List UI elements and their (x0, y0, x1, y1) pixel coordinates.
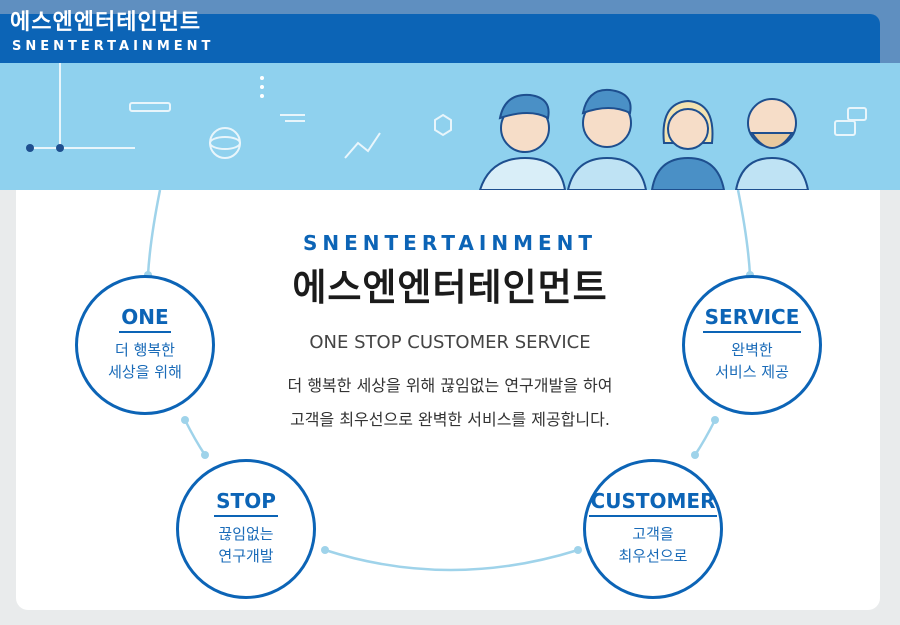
chat-icon (834, 120, 856, 136)
circle-title: SERVICE (702, 305, 802, 333)
circle-title: ONE (119, 305, 171, 333)
header-inner (0, 14, 880, 63)
logo-korean[interactable]: 에스엔엔터테인먼트 (10, 10, 202, 35)
circle-line: 세상을 위해 (108, 363, 182, 381)
circle-line: 끊임없는 (218, 525, 274, 543)
header-bar: 에스엔엔터테인먼트 SNENTERTAINMENT (0, 0, 900, 63)
circle-service: SERVICE 완벽한 서비스 제공 (682, 275, 822, 415)
gear-icon (434, 113, 452, 137)
connector-stop-customer (324, 548, 579, 572)
circle-line: 고객을 (632, 525, 674, 543)
brand-english: SNENTERTAINMENT (302, 231, 598, 255)
circle-title: STOP (214, 489, 278, 517)
hero-illustration (26, 63, 867, 190)
tagline: ONE STOP CUSTOMER SERVICE (309, 332, 591, 353)
person-illustration (478, 88, 810, 190)
description-line-2: 고객을 최우선으로 완벽한 서비스를 제공합니다. (290, 410, 610, 429)
circle-one: ONE 더 행복한 세상을 위해 (75, 275, 215, 415)
description-line-1: 더 행복한 세상을 위해 끊임없는 연구개발을 하여 (287, 376, 613, 395)
logo-english[interactable]: SNENTERTAINMENT (12, 39, 215, 54)
pencil-icon (129, 102, 171, 112)
circle-line: 최우선으로 (618, 547, 688, 565)
connector-service (736, 189, 752, 276)
circle-line: 더 행복한 (115, 341, 175, 359)
circle-line: 완벽한 (731, 341, 773, 359)
circle-title: CUSTOMER (588, 489, 718, 517)
hero-banner (0, 63, 900, 190)
circle-stop: STOP 끊임없는 연구개발 (176, 459, 316, 599)
chart-icon (344, 132, 381, 159)
circle-line: 서비스 제공 (715, 363, 789, 381)
circle-line: 연구개발 (218, 547, 274, 565)
connector-one (146, 189, 162, 276)
circle-customer: CUSTOMER 고객을 최우선으로 (583, 459, 723, 599)
brand-korean: 에스엔엔터테인먼트 (292, 266, 608, 309)
